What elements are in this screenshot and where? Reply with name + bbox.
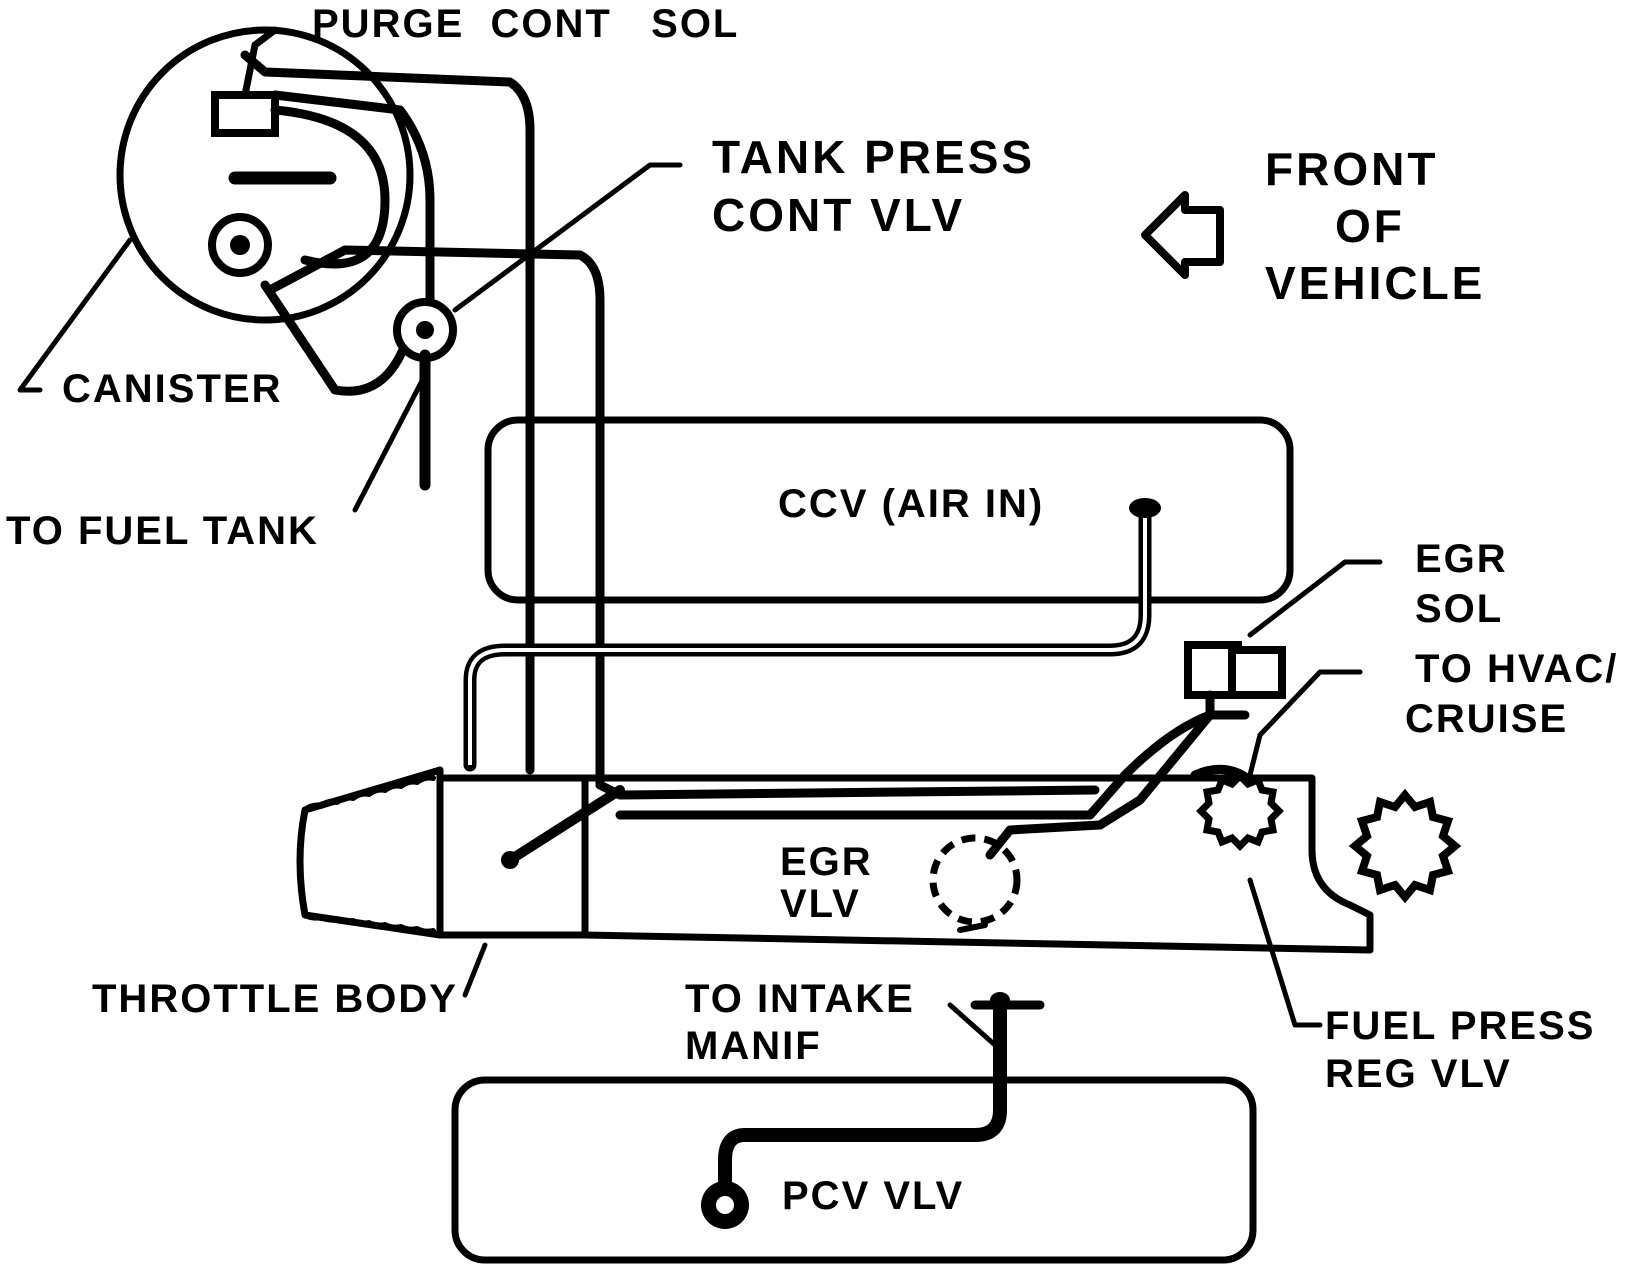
- label-to-intake-line1: TO INTAKE: [685, 977, 915, 1021]
- label-front-line1: FRONT: [1265, 143, 1439, 195]
- label-tank-press-line2: CONT VLV: [712, 189, 966, 241]
- label-egr-sol-line1: EGR: [1415, 537, 1508, 581]
- label-tank-press-line1: TANK PRESS: [712, 131, 1036, 183]
- egr-valve: [929, 834, 1021, 933]
- label-to-hvac-line1: TO HVAC/: [1415, 647, 1619, 691]
- label-ccv-air-in: CCV (AIR IN): [778, 482, 1045, 526]
- label-front-line3: VEHICLE: [1265, 257, 1486, 309]
- throttle-body: [296, 766, 1374, 954]
- label-throttle-body: THROTTLE BODY: [92, 977, 458, 1021]
- label-egr-sol-line2: SOL: [1415, 587, 1504, 631]
- label-to-fuel-tank: TO FUEL TANK: [6, 509, 319, 553]
- purge-hose: [265, 245, 1100, 800]
- label-fuel-press-line1: FUEL PRESS: [1325, 1004, 1596, 1048]
- label-purge-cont-sol: PURGE CONT SOL: [312, 2, 740, 46]
- label-front-line2: OF: [1335, 200, 1405, 252]
- label-canister: CANISTER: [62, 367, 283, 411]
- canister: [116, 26, 414, 324]
- label-to-hvac-line2: CRUISE: [1405, 697, 1569, 741]
- label-pcv-vlv: PCV VLV: [782, 1174, 965, 1218]
- label-egr-vlv-line2: VLV: [780, 882, 861, 926]
- tank-press-cont-valve: [393, 298, 457, 491]
- fuel-press-reg-valve: [1196, 771, 1284, 851]
- label-fuel-press-line2: REG VLV: [1325, 1052, 1512, 1096]
- pcv-valve-cover: [451, 992, 1257, 1264]
- ccv-box: [463, 416, 1294, 772]
- label-egr-vlv-line1: EGR: [780, 840, 873, 884]
- leader-lines: [17, 162, 1383, 1048]
- label-to-intake-line2: MANIF: [685, 1024, 822, 1068]
- gear-icon: [1348, 788, 1462, 904]
- front-arrow-icon: [1141, 191, 1224, 279]
- egr-solenoid: [615, 641, 1286, 860]
